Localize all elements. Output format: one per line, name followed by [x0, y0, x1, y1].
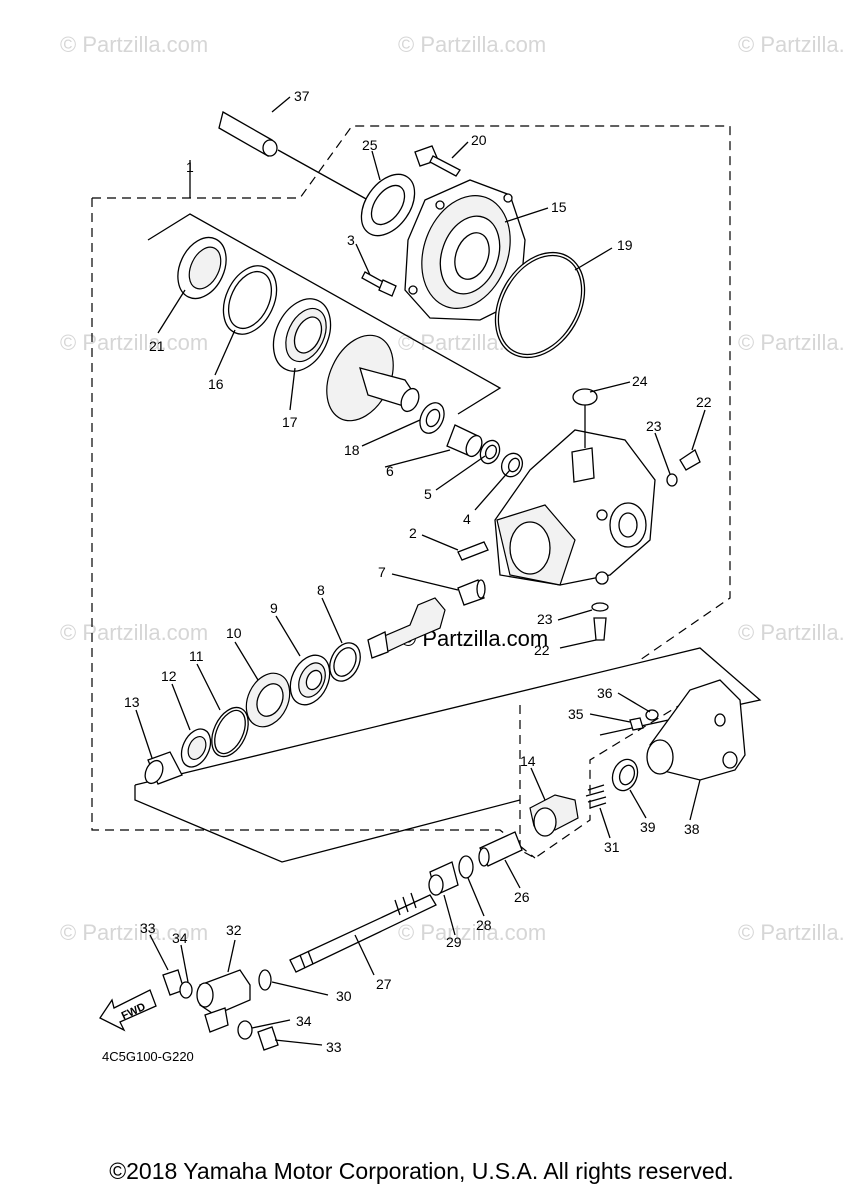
- callout-28: 28: [476, 917, 492, 933]
- callout-12: 12: [161, 668, 177, 684]
- part-19-o-ring: [494, 251, 586, 359]
- callout-9: 9: [270, 600, 278, 616]
- part-5-collar: [479, 439, 501, 465]
- leader-lines: [135, 96, 706, 1046]
- callout-4: 4: [463, 511, 471, 527]
- callout-22: 22: [696, 394, 712, 410]
- part-25-oil-seal: [360, 173, 416, 237]
- callout-15: 15: [551, 199, 567, 215]
- callout-27: 27: [376, 976, 392, 992]
- callout-25: 25: [362, 137, 378, 153]
- callout-39: 39: [640, 819, 656, 835]
- part-10-nut: [245, 672, 291, 728]
- watermark: © Partzilla.com: [398, 32, 546, 57]
- part-16-shim: [222, 265, 278, 335]
- watermark: © Partzilla.com: [738, 620, 843, 645]
- callout-23b: 23: [537, 611, 553, 627]
- callout-33b: 33: [326, 1039, 342, 1055]
- part-15-cover: [404, 179, 526, 321]
- part-26-collar: [478, 831, 523, 867]
- callout-3: 3: [347, 232, 355, 248]
- watermarks: © Partzilla.com © Partzilla.com © Partzi…: [60, 32, 843, 945]
- part-37-pin: [218, 111, 369, 201]
- callout-17: 17: [282, 414, 298, 430]
- part-29-coupling: [428, 861, 459, 896]
- pinion-gear: [367, 597, 446, 659]
- part-3-bolt: [361, 271, 397, 297]
- watermark: © Partzilla.com: [398, 920, 546, 945]
- part-31-spring: [585, 784, 607, 809]
- callout-2: 2: [409, 525, 417, 541]
- copyright-footer: ©2018 Yamaha Motor Corporation, U.S.A. A…: [109, 1158, 734, 1184]
- callout-20: 20: [471, 132, 487, 148]
- callout-18: 18: [344, 442, 360, 458]
- watermark: © Partzilla.com: [60, 920, 208, 945]
- part-30-circlip: [258, 969, 272, 991]
- part-7-bushing: [457, 579, 486, 606]
- part-2-stud: [457, 541, 489, 561]
- callout-33a: 33: [140, 920, 156, 936]
- part-18-shim: [419, 402, 445, 434]
- part-12-seal: [180, 728, 212, 768]
- callout-8: 8: [317, 582, 325, 598]
- callout-36: 36: [597, 685, 613, 701]
- watermark: © Partzilla.com: [738, 32, 843, 57]
- watermark: © Partzilla.com: [60, 330, 208, 355]
- callout-26: 26: [514, 889, 530, 905]
- part-6-bearing: [446, 424, 483, 458]
- callout-23: 23: [646, 418, 662, 434]
- part-17-bearing: [272, 298, 332, 372]
- callout-5: 5: [424, 486, 432, 502]
- part-11-o-ring: [211, 706, 249, 758]
- callout-16: 16: [208, 376, 224, 392]
- callout-35: 35: [568, 706, 584, 722]
- part-4-bushing: [500, 452, 524, 478]
- callout-32: 32: [226, 922, 242, 938]
- callout-38: 38: [684, 821, 700, 837]
- watermark: © Partzilla.com: [738, 920, 843, 945]
- part-14-boot: [529, 794, 579, 837]
- callout-1: 1: [186, 159, 194, 175]
- callout-34a: 34: [172, 930, 188, 946]
- callout-34b: 34: [296, 1013, 312, 1029]
- callout-37: 37: [294, 88, 310, 104]
- part-21-seal: [177, 236, 227, 300]
- callout-14: 14: [520, 753, 536, 769]
- gear-case: [494, 388, 656, 586]
- callout-6: 6: [386, 463, 394, 479]
- callout-24: 24: [632, 373, 648, 389]
- part-9-bearing: [289, 654, 331, 706]
- callout-10: 10: [226, 625, 242, 641]
- callout-21: 21: [149, 338, 165, 354]
- ring-gear: [326, 334, 420, 422]
- callout-29: 29: [446, 934, 462, 950]
- callout-30: 30: [336, 988, 352, 1004]
- part-32-universal-joint: [196, 969, 251, 1033]
- part-39-collar: [611, 758, 639, 792]
- part-27-drive-shaft: [289, 892, 437, 973]
- part-38-bracket: [646, 679, 746, 781]
- callout-19: 19: [617, 237, 633, 253]
- part-28-washer: [458, 855, 474, 879]
- diagram-code: 4C5G100-G220: [102, 1049, 194, 1064]
- part-33-34-bearing-caps: [162, 969, 279, 1051]
- callout-22b: 22: [534, 642, 550, 658]
- part-22-23-plug: [591, 449, 701, 641]
- part-8-shim: [329, 642, 361, 682]
- callout-labels: 37 20 25 1 15 3 19 21 16 17 24 22 23 18 …: [124, 88, 712, 1055]
- fwd-arrow-icon: FWD: [99, 989, 157, 1032]
- callout-31: 31: [604, 839, 620, 855]
- watermark: © Partzilla.com: [738, 330, 843, 355]
- callout-11: 11: [189, 648, 204, 664]
- callout-7: 7: [378, 564, 386, 580]
- callout-13: 13: [124, 694, 140, 710]
- watermark: © Partzilla.com: [60, 32, 208, 57]
- part-20-bolt: [414, 145, 461, 177]
- part-35-36-nut-washer: [629, 709, 659, 731]
- part-13-boot: [144, 751, 183, 785]
- watermark: © Partzilla.com: [60, 620, 208, 645]
